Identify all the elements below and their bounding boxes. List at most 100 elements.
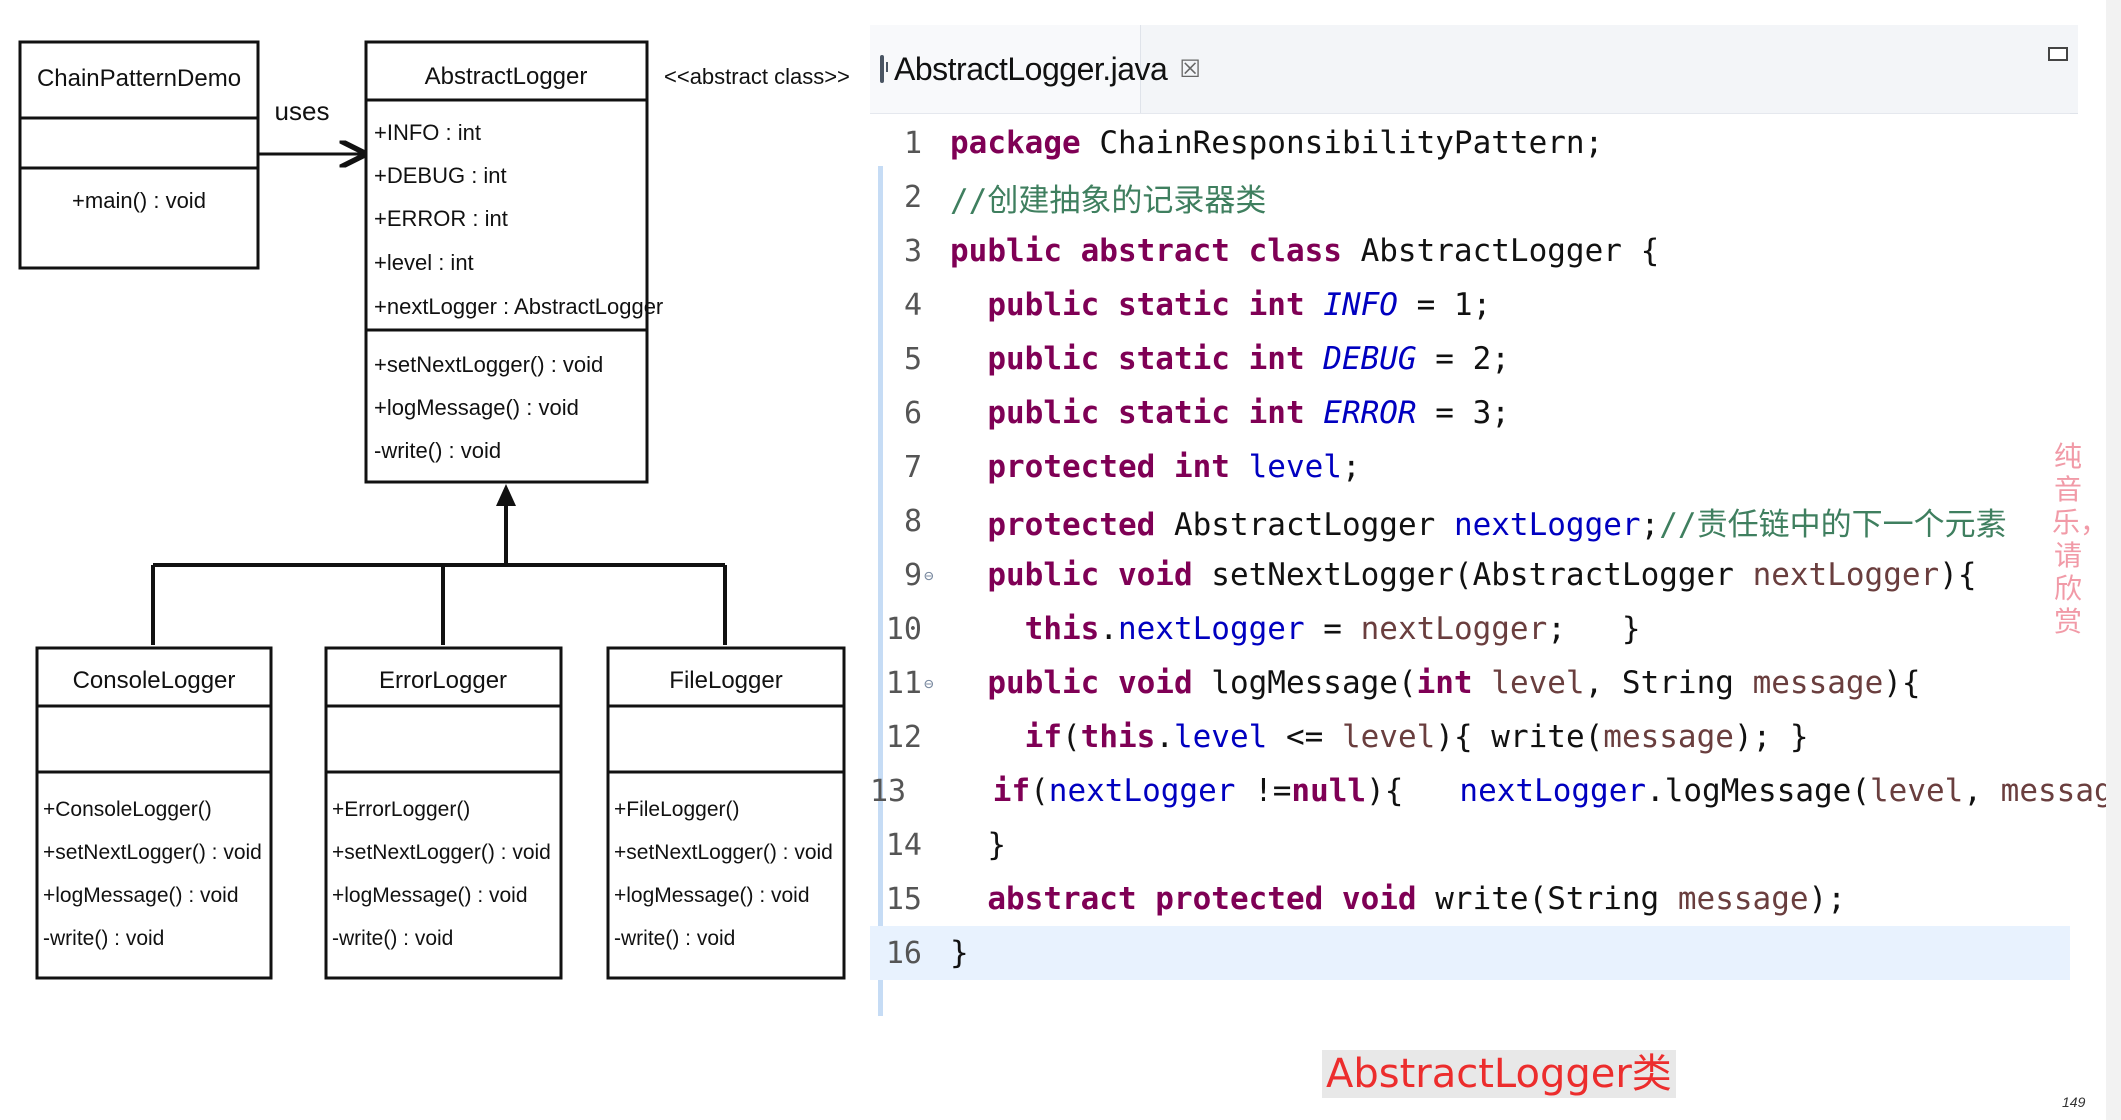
line-number: 8: [903, 503, 922, 539]
method: +ConsoleLogger(): [43, 798, 212, 821]
code-token: [950, 449, 987, 485]
line-number: 5: [903, 341, 922, 377]
code-token: logMessage(: [1192, 665, 1417, 701]
code-token: = 3;: [1416, 395, 1510, 431]
line-number: 6: [903, 395, 922, 431]
code-line[interactable]: 16}: [870, 926, 2070, 980]
inheritance-arrowhead: [496, 484, 516, 506]
code-token: [950, 611, 1025, 647]
code-line[interactable]: 13 if(nextLogger !=null){ nextLogger.log…: [870, 764, 2121, 818]
code-token: null: [1291, 773, 1367, 809]
line-number: 2: [903, 179, 922, 215]
code-line[interactable]: 12 if(this.level <= level){ write(messag…: [870, 710, 2070, 764]
code-token: public abstract class: [950, 233, 1361, 269]
code-token: this: [1080, 719, 1156, 755]
code-line[interactable]: 9⊖ public void setNextLogger(AbstractLog…: [870, 548, 2070, 602]
attribute: +DEBUG : int: [374, 163, 507, 188]
code-token: ){: [1366, 773, 1460, 809]
code-token: public void: [987, 557, 1193, 593]
fold-toggle-icon[interactable]: ⊖: [924, 565, 934, 585]
line-number: 14: [885, 827, 922, 863]
change-ruler: [878, 166, 883, 1016]
code-line[interactable]: 6 public static int ERROR = 3;: [870, 386, 2070, 440]
code-text: protected AbstractLogger nextLogger;//责任…: [950, 499, 2007, 544]
code-token: ;: [1341, 449, 1361, 485]
class-name: ConsoleLogger: [73, 667, 236, 694]
code-token: [918, 773, 993, 809]
code-token: setNextLogger(AbstractLogger: [1192, 557, 1753, 593]
code-token: //责任链中的下一个元素: [1659, 506, 2007, 543]
code-token: write(String: [1416, 881, 1678, 917]
code-token: = 2;: [1416, 341, 1510, 377]
class-filelogger: FileLogger +FileLogger() +setNextLogger(…: [606, 646, 846, 980]
code-token: [950, 557, 987, 593]
code-text: public static int INFO = 1;: [950, 287, 1491, 323]
code-token: public void: [987, 665, 1193, 701]
method: +main() : void: [72, 188, 206, 213]
method: +logMessage() : void: [43, 884, 239, 907]
code-text: }: [950, 827, 1006, 863]
code-token: message: [2000, 773, 2121, 809]
close-icon[interactable]: ☒: [1179, 55, 1201, 83]
class-abstractlogger: AbstractLogger +INFO : int +DEBUG : int …: [364, 40, 663, 484]
line-number: 11: [885, 665, 922, 701]
code-token: (: [1030, 773, 1049, 809]
code-token: [1305, 287, 1324, 323]
tab-abstractlogger-java[interactable]: AbstractLogger.java ☒: [870, 25, 1201, 113]
method: +setNextLogger() : void: [374, 352, 603, 377]
code-line[interactable]: 7 protected int level;: [870, 440, 2070, 494]
line-number: 7: [903, 449, 922, 485]
code-token: [950, 341, 987, 377]
scrollbar[interactable]: [2106, 0, 2121, 1120]
method: +setNextLogger() : void: [43, 841, 262, 864]
code-line[interactable]: 10 this.nextLogger = nextLogger; }: [870, 602, 2070, 656]
code-token: <=: [1267, 719, 1342, 755]
code-line[interactable]: 11⊖ public void logMessage(int level, St…: [870, 656, 2070, 710]
java-file-icon: [880, 55, 888, 83]
code-token: int: [1416, 665, 1473, 701]
line-number: 3: [903, 233, 922, 269]
code-token: .: [1099, 611, 1118, 647]
code-token: INFO: [1323, 287, 1398, 323]
code-line[interactable]: 8 protected AbstractLogger nextLogger;//…: [870, 494, 2070, 548]
minimize-button[interactable]: [2048, 47, 2068, 61]
code-token: [1305, 395, 1324, 431]
stereotype-label: <<abstract class>>: [664, 64, 850, 89]
code-token: protected: [987, 506, 1156, 543]
tab-title: AbstractLogger.java: [894, 50, 1168, 87]
attribute: +nextLogger : AbstractLogger: [374, 294, 663, 319]
code-text: if(this.level <= level){ write(message);…: [950, 719, 1809, 755]
code-token: [1230, 449, 1249, 485]
method: +logMessage() : void: [374, 395, 579, 420]
code-text: abstract protected void write(String mes…: [950, 881, 1846, 917]
code-token: nextLogger: [1048, 773, 1236, 809]
line-number: 9: [903, 557, 922, 593]
code-line[interactable]: 2//创建抽象的记录器类: [870, 170, 2070, 224]
attribute: +level : int: [374, 250, 474, 275]
code-token: , String: [1584, 665, 1753, 701]
code-line[interactable]: 5 public static int DEBUG = 2;: [870, 332, 2070, 386]
code-token: [950, 287, 987, 323]
line-number: 16: [885, 935, 922, 971]
code-token: [950, 719, 1025, 755]
code-token: ){: [1883, 665, 1921, 701]
line-number: 10: [885, 611, 922, 647]
code-token: [950, 507, 987, 543]
page-number: 149: [2062, 1094, 2086, 1110]
code-line[interactable]: 15 abstract protected void write(String …: [870, 872, 2070, 926]
code-token: nextLogger: [1117, 611, 1305, 647]
code-token: this: [1024, 611, 1100, 647]
code-token: public static int: [987, 287, 1305, 323]
method: -write() : void: [614, 927, 735, 950]
code-line[interactable]: 4 public static int INFO = 1;: [870, 278, 2070, 332]
code-token: }: [950, 827, 1006, 863]
code-token: level: [1173, 719, 1268, 755]
code-line[interactable]: 14 }: [870, 818, 2070, 872]
code-token: nextLogger: [1752, 557, 1940, 593]
class-errorlogger: ErrorLogger +ErrorLogger() +setNextLogge…: [324, 646, 563, 980]
fold-toggle-icon[interactable]: ⊖: [924, 673, 934, 693]
